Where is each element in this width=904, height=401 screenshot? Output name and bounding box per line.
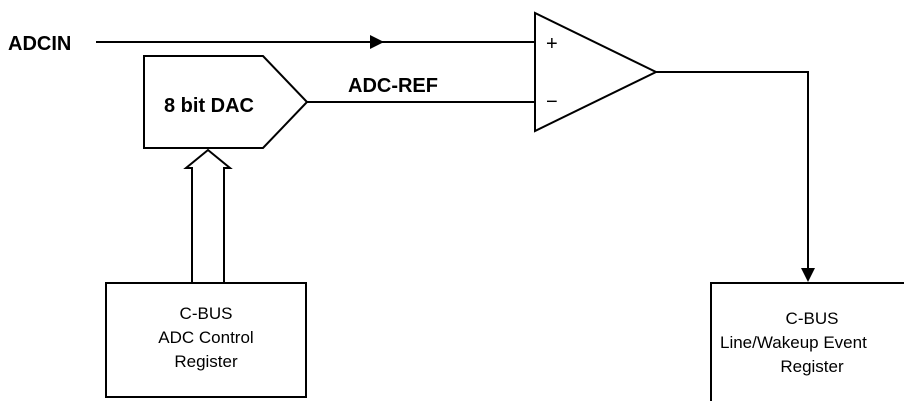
comparator-plus-sign: + bbox=[546, 33, 558, 55]
event-register-line1: C-BUS bbox=[786, 309, 839, 328]
dac-label: 8 bit DAC bbox=[164, 95, 254, 117]
event-register-line3: Register bbox=[780, 357, 844, 376]
control-register-line1: C-BUS bbox=[180, 304, 233, 323]
comparator bbox=[534, 11, 659, 133]
adc-control-register-box bbox=[105, 282, 307, 398]
comparator-output-wire bbox=[656, 71, 809, 270]
output-arrow-icon bbox=[801, 268, 815, 282]
comparator-minus-sign: − bbox=[546, 91, 558, 113]
bus-arrow-icon bbox=[183, 148, 233, 283]
event-register-box bbox=[710, 282, 904, 401]
dac-block bbox=[143, 55, 309, 149]
control-register-line2: ADC Control bbox=[158, 328, 253, 347]
event-register-line2: Line/Wakeup Event bbox=[720, 333, 867, 352]
adc-ref-label: ADC-REF bbox=[348, 75, 438, 97]
adcin-label: ADCIN bbox=[8, 33, 71, 55]
adcin-arrow-icon bbox=[370, 35, 384, 49]
control-register-line3: Register bbox=[174, 352, 238, 371]
